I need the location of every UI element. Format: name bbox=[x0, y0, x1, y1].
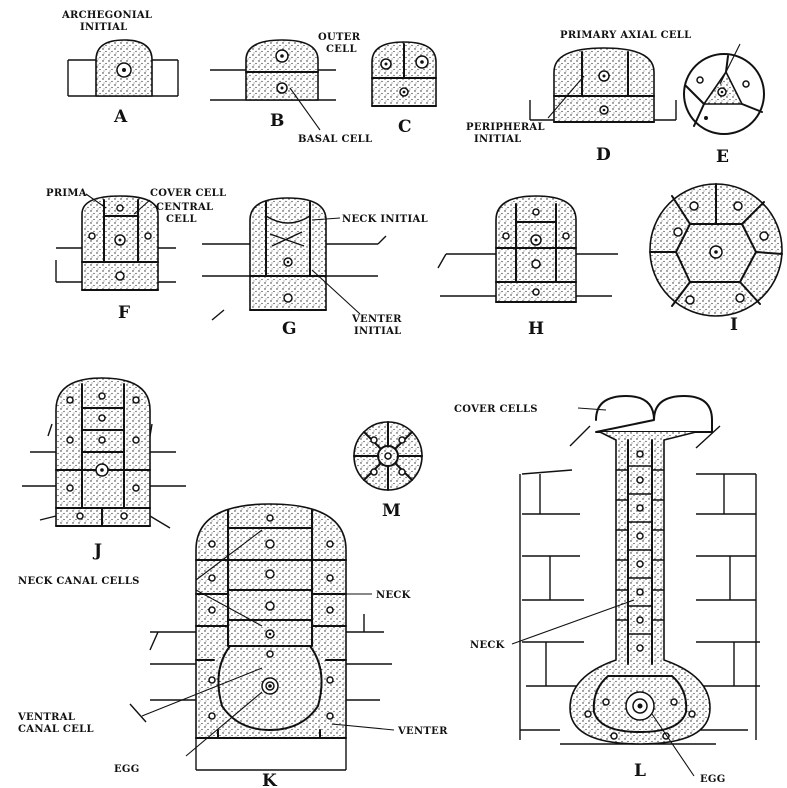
panel-e bbox=[684, 44, 764, 134]
label-cell: CELL bbox=[326, 44, 357, 55]
panel-l bbox=[512, 396, 760, 776]
panel-c bbox=[372, 42, 436, 106]
label-basal-cell: BASAL CELL bbox=[298, 134, 372, 145]
label-cover-cell: COVER CELL bbox=[150, 188, 226, 199]
panel-letter-e: E bbox=[716, 147, 729, 167]
label-venter-initial: INITIAL bbox=[354, 326, 402, 337]
panel-letter-h: H bbox=[528, 319, 544, 339]
label-peripheral-initial: INITIAL bbox=[474, 134, 522, 145]
label-archegonial: ARCHEGONIAL bbox=[61, 10, 152, 21]
label-primary-axial-cell: PRIMARY AXIAL CELL bbox=[560, 30, 691, 41]
panel-j bbox=[22, 378, 186, 528]
panel-letter-g: G bbox=[282, 319, 297, 339]
label-prima: PRIMA bbox=[46, 188, 87, 199]
label-venter: VENTER bbox=[397, 726, 448, 737]
label-initial: INITIAL bbox=[80, 22, 128, 33]
panel-letter-k: K bbox=[262, 771, 278, 788]
panel-letter-c: C bbox=[398, 117, 412, 137]
panel-k bbox=[130, 504, 394, 770]
label-ventral: VENTRAL bbox=[17, 712, 75, 723]
label-canal-cell: CANAL CELL bbox=[18, 724, 94, 735]
panel-letter-a: A bbox=[113, 107, 128, 127]
panel-h bbox=[438, 196, 618, 302]
panel-letter-i: I bbox=[730, 315, 738, 335]
panel-letter-d: D bbox=[596, 145, 611, 165]
panel-letter-f: F bbox=[118, 303, 130, 323]
label-venter: VENTER bbox=[351, 314, 402, 325]
label-neck-initial: NECK INITIAL bbox=[342, 214, 428, 225]
label-egg-l: EGG bbox=[700, 774, 726, 785]
label-peripheral: PERIPHERAL bbox=[466, 122, 545, 133]
panel-m bbox=[354, 422, 422, 490]
panel-letter-b: B bbox=[270, 111, 284, 131]
label-outer: OUTER bbox=[318, 32, 361, 43]
panel-letter-j: J bbox=[92, 541, 102, 561]
label-neck-canal-cells: NECK CANAL CELLS bbox=[18, 576, 140, 587]
panel-a bbox=[68, 40, 178, 96]
label-egg-k: EGG bbox=[114, 764, 140, 775]
panel-i bbox=[650, 184, 782, 316]
label-neck-k: NECK bbox=[376, 590, 411, 601]
panel-letter-m: M bbox=[382, 501, 401, 521]
label-neck-l: NECK bbox=[470, 640, 505, 651]
panel-d bbox=[530, 48, 676, 122]
label-cover-cells: COVER CELLS bbox=[454, 404, 538, 415]
label-central: CENTRAL bbox=[156, 202, 213, 213]
label-central-cell: CELL bbox=[166, 214, 197, 225]
panel-letter-l: L bbox=[634, 761, 646, 781]
